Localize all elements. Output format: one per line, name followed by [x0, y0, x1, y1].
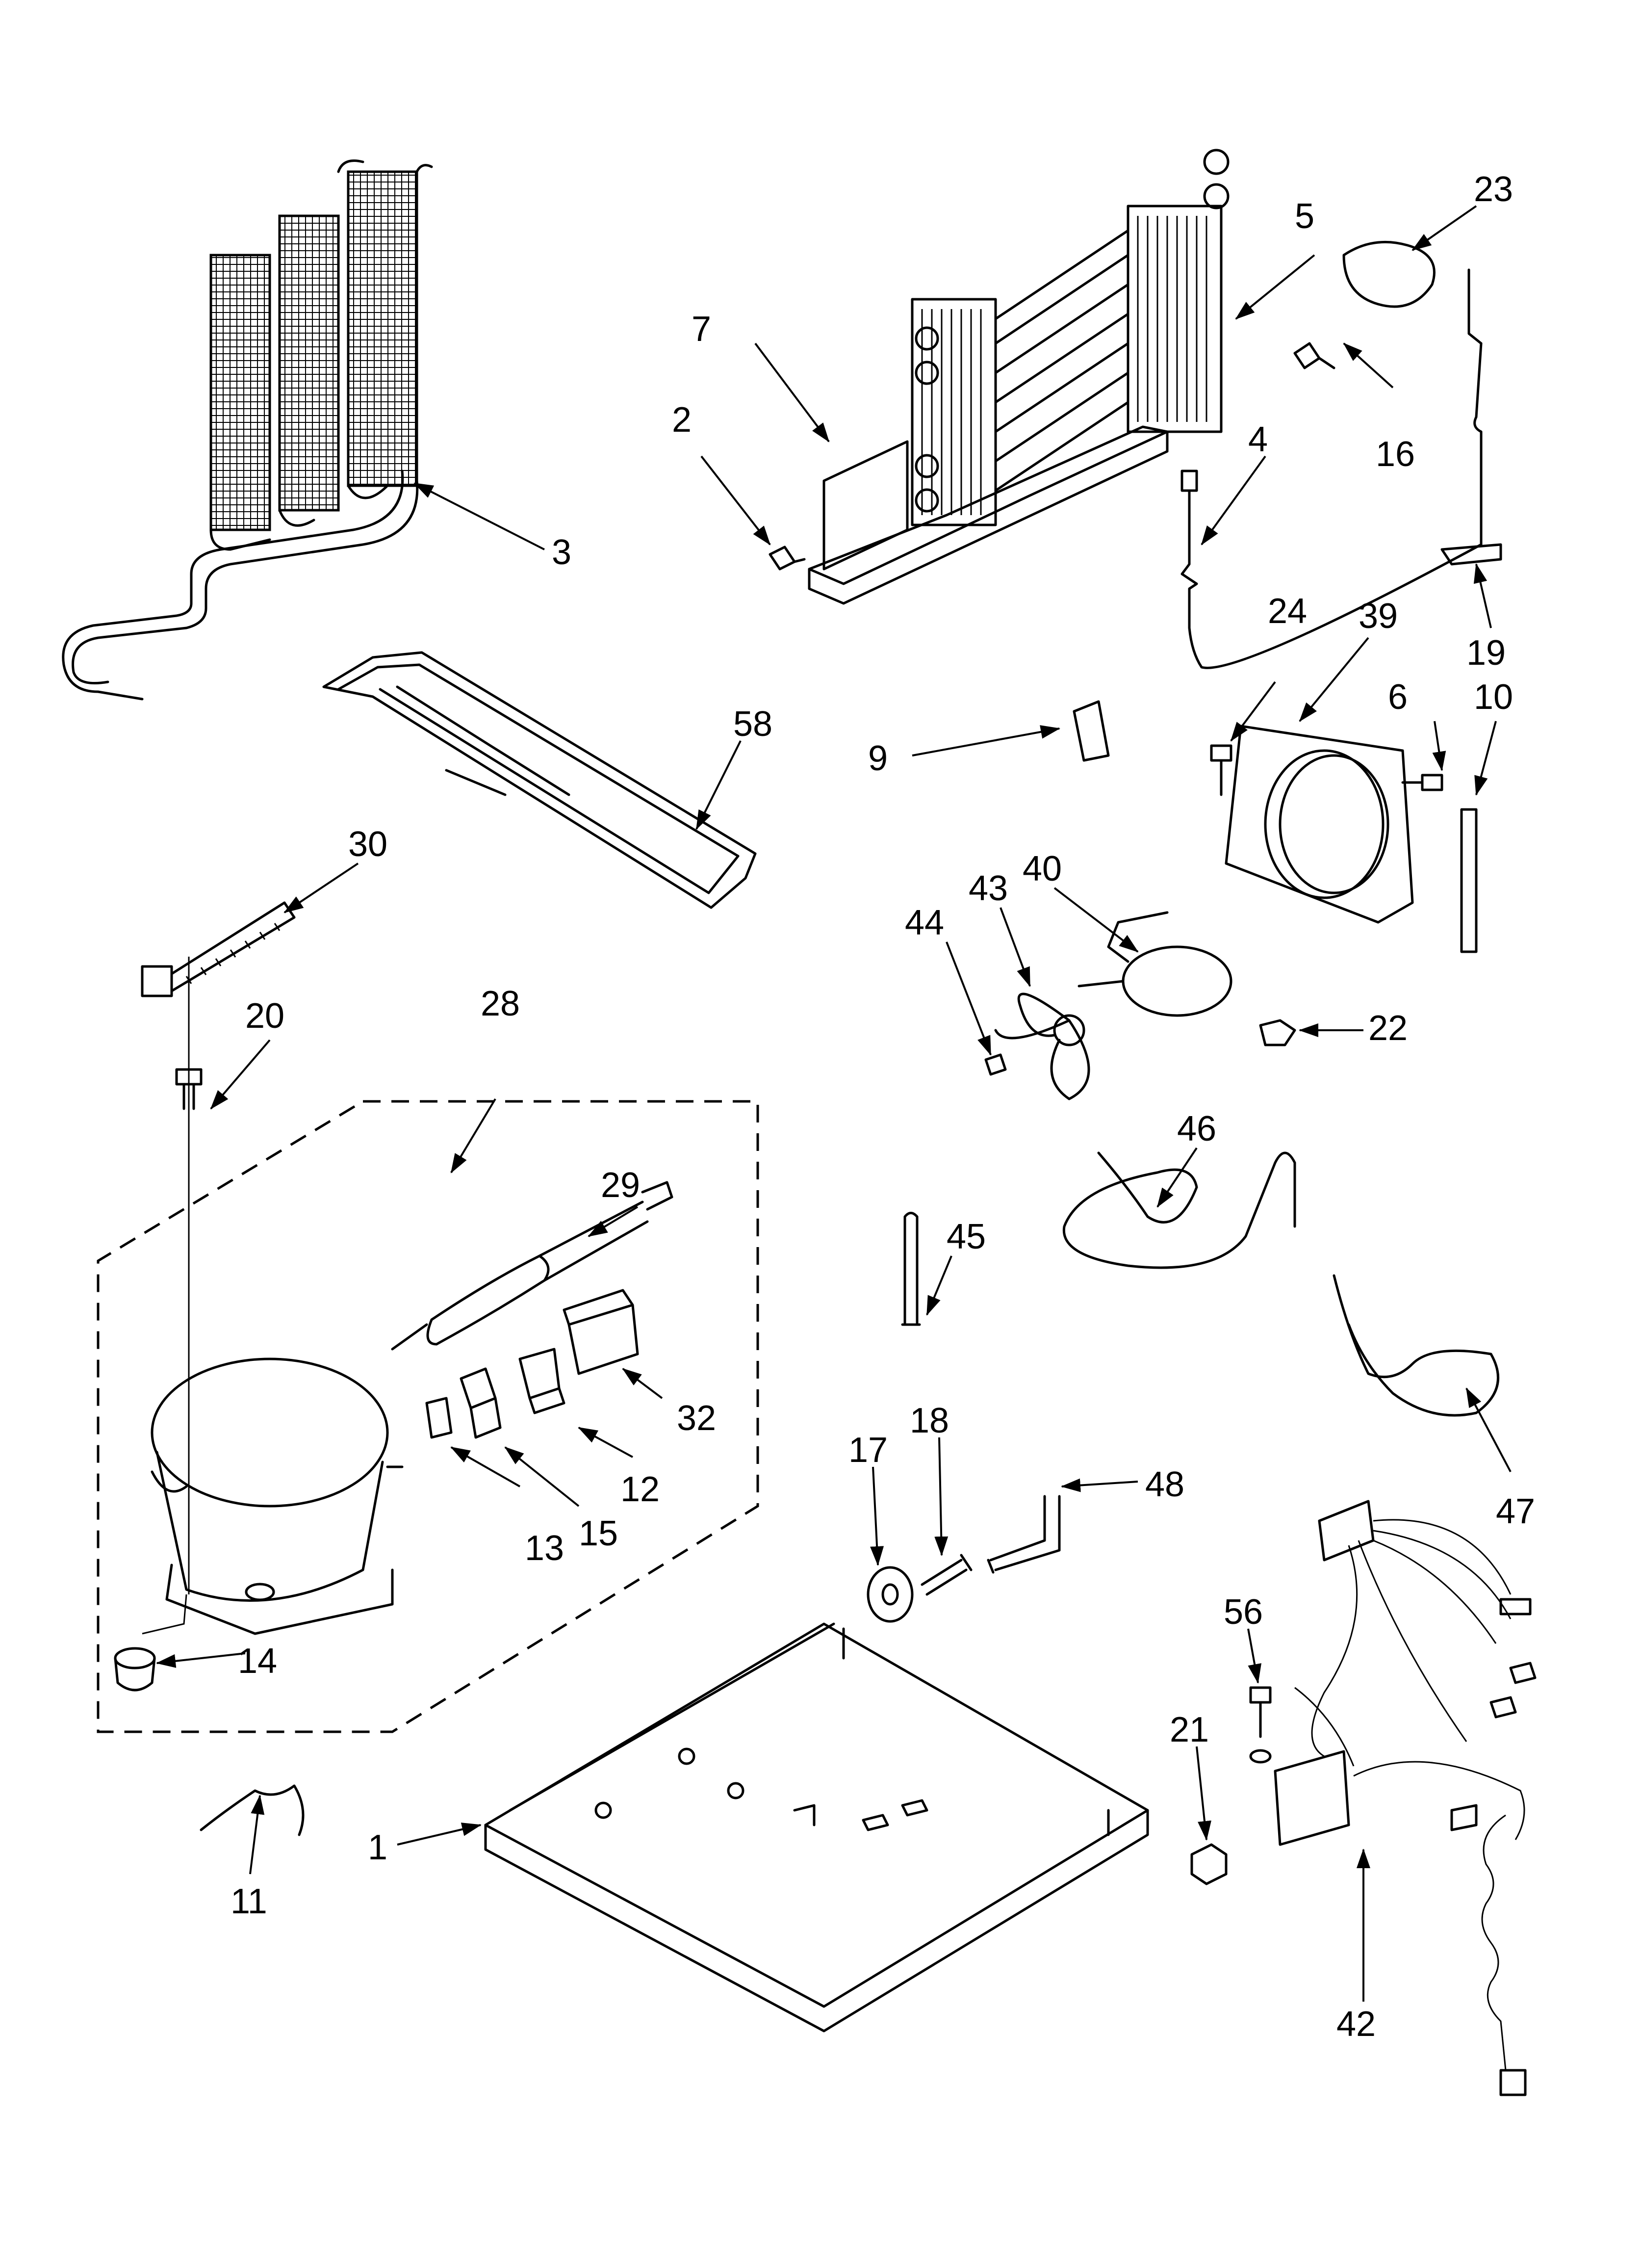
clip-11 [200, 1784, 305, 1836]
filter-drier [391, 1181, 673, 1351]
callout-44: 44 [905, 903, 944, 942]
callout-56: 56 [1224, 1592, 1263, 1632]
fan-motor [1078, 911, 1232, 1017]
fan-clip [984, 1053, 1007, 1076]
callout-43: 43 [969, 869, 1008, 908]
screw-24 [1210, 744, 1232, 796]
wiring-harness [1274, 1500, 1537, 2096]
bracket-9 [1073, 700, 1110, 762]
callout-2: 2 [672, 400, 692, 440]
foam-block [1342, 240, 1436, 308]
callout-48: 48 [1145, 1465, 1184, 1504]
callout-28: 28 [481, 984, 520, 1023]
callout-20: 20 [245, 996, 284, 1036]
callout-21: 21 [1170, 1710, 1209, 1749]
thermistor-wire [1180, 268, 1483, 669]
callout-47: 47 [1496, 1492, 1535, 1531]
callout-10: 10 [1474, 678, 1513, 717]
callout-19: 19 [1466, 633, 1506, 673]
base-frame [484, 1622, 1149, 2033]
overload-protector [518, 1348, 565, 1414]
condenser [62, 159, 433, 701]
tube-45 [901, 1212, 921, 1326]
axle [921, 1554, 973, 1596]
callout-18: 18 [910, 1401, 949, 1440]
callout-1: 1 [368, 1828, 387, 1867]
callout-5: 5 [1295, 197, 1314, 236]
tube-48 [987, 1495, 1061, 1574]
callout-6: 6 [1388, 678, 1408, 717]
compressor [142, 957, 404, 1635]
leader-lines [156, 205, 1512, 2002]
tube-47 [1333, 1274, 1499, 1417]
callout-12: 12 [620, 1470, 660, 1509]
callout-58: 58 [733, 704, 772, 744]
callout-14: 14 [238, 1642, 277, 1681]
screw-20 [175, 1068, 203, 1110]
terminal-clip [425, 1397, 453, 1439]
roller [867, 1566, 914, 1623]
callout-30: 30 [348, 825, 387, 864]
grommet [114, 1647, 156, 1692]
callout-42: 42 [1336, 2005, 1376, 2044]
clip-19 [1440, 543, 1502, 566]
nut-21 [1190, 1843, 1228, 1885]
nut-22 [1259, 1019, 1296, 1046]
relay [460, 1367, 502, 1439]
gasket-strip [1460, 808, 1478, 953]
callout-7: 7 [692, 310, 711, 349]
drain-pan [322, 651, 757, 909]
fan-shroud [1225, 725, 1414, 924]
callout-16: 16 [1376, 435, 1415, 474]
screw-2 [769, 546, 806, 571]
compressor-assembly-outline [97, 1100, 759, 1733]
callout-29: 29 [601, 1166, 640, 1205]
callout-24: 24 [1268, 592, 1307, 631]
callout-17: 17 [848, 1431, 888, 1470]
callout-3: 3 [552, 533, 571, 572]
callout-45: 45 [947, 1217, 986, 1256]
callout-4: 4 [1248, 420, 1268, 459]
callout-46: 46 [1177, 1109, 1216, 1148]
callout-9: 9 [868, 739, 888, 778]
evaporator [808, 149, 1230, 605]
cover [563, 1289, 639, 1375]
callout-39: 39 [1359, 597, 1398, 636]
callout-15: 15 [579, 1514, 618, 1553]
fan-blade [994, 992, 1090, 1100]
screw-56 [1249, 1686, 1272, 1764]
tube-46 [1062, 1151, 1296, 1269]
callout-40: 40 [1023, 849, 1062, 888]
callout-labels: 3 7 2 5 23 16 4 19 58 9 24 39 6 10 30 40… [231, 170, 1535, 2044]
callout-23: 23 [1474, 170, 1513, 209]
cable-tie [141, 901, 296, 997]
callout-22: 22 [1368, 1009, 1408, 1048]
callout-13: 13 [525, 1529, 564, 1568]
screw-6 [1401, 774, 1443, 791]
screw-16 [1293, 342, 1335, 369]
callout-32: 32 [677, 1399, 716, 1438]
callout-11: 11 [231, 1882, 267, 1921]
